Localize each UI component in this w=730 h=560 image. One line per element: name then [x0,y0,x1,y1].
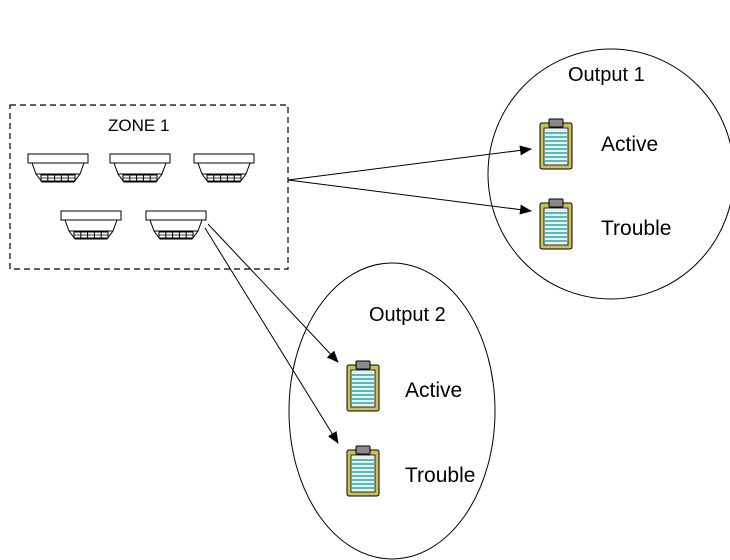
output-2-trouble-label: Trouble [405,464,476,487]
zone-box [9,104,289,270]
output-2-ellipse [288,262,496,560]
smoke-detector-icon [193,153,255,183]
connector-arrow [204,227,339,444]
clipboard-icon [539,118,573,170]
output-2-title: Output 2 [369,304,446,326]
clipboard-icon [539,198,573,250]
connector-arrow [207,223,339,363]
smoke-detector-icon [145,210,207,240]
smoke-detector-icon [27,153,89,183]
output-1-active-label: Active [601,133,659,156]
smoke-detector-icon [109,153,171,183]
output-1-trouble-label: Trouble [601,217,672,240]
connector-arrow [287,179,532,215]
output-2-active-label: Active [405,379,463,402]
output-1-ellipse [487,48,730,300]
smoke-detector-icon [60,210,122,240]
clipboard-icon [346,360,380,412]
connector-arrow [287,145,532,181]
clipboard-icon [346,445,380,497]
output-1-title: Output 1 [568,64,645,86]
zone-title: ZONE 1 [108,116,170,135]
